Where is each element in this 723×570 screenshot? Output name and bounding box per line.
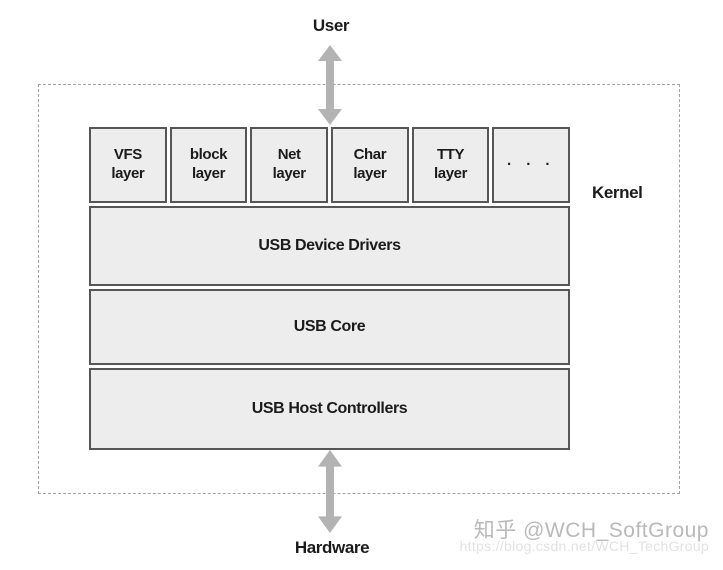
vfs-layer-cell: VFS layer	[89, 127, 167, 203]
watermark-url: https://blog.csdn.net/WCH_TechGroup	[459, 538, 709, 554]
block-layer-cell: block layer	[169, 127, 248, 203]
user-kernel-bidirectional-arrow-icon	[318, 45, 342, 125]
tty-layer-cell: TTY layer	[411, 127, 490, 203]
usb-device-drivers-row: USB Device Drivers	[89, 206, 570, 286]
kernel-layers-row: VFS layer block layer Net layer Char lay…	[89, 127, 571, 203]
usb-core-row: USB Core	[89, 289, 570, 365]
kernel-label: Kernel	[592, 183, 643, 202]
char-layer-cell: Char layer	[331, 127, 409, 203]
user-label: User	[312, 16, 350, 35]
kernel-boundary-box	[38, 84, 680, 494]
net-layer-cell: Net layer	[250, 127, 329, 203]
kernel-hardware-bidirectional-arrow-icon	[318, 450, 342, 533]
usb-host-controllers-row: USB Host Controllers	[89, 368, 570, 450]
hardware-label: Hardware	[294, 538, 370, 557]
usb-stack-table: VFS layer block layer Net layer Char lay…	[89, 127, 571, 450]
watermark-brand: 知乎 @WCH_SoftGroup	[473, 519, 709, 542]
watermark: 知乎 @WCH_SoftGroup https://blog.csdn.net/…	[460, 520, 709, 553]
more-layers-ellipsis-cell: · · ·	[492, 127, 571, 203]
